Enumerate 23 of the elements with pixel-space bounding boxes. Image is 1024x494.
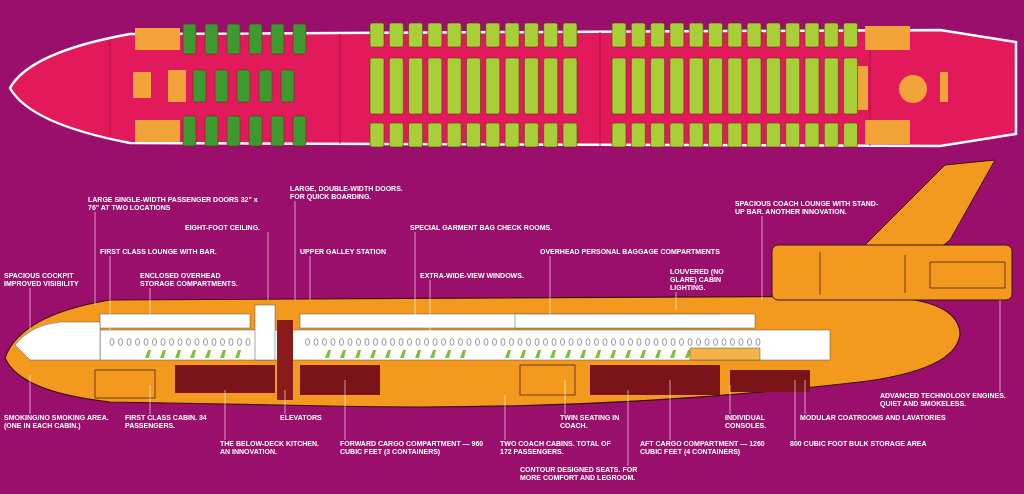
leader-line <box>224 389 226 441</box>
leader-line <box>564 379 566 415</box>
leader-line <box>294 200 296 301</box>
leader-line <box>267 231 269 301</box>
leader-line <box>149 287 151 315</box>
leader-line <box>627 389 629 467</box>
leader-line <box>761 215 763 301</box>
leader-line <box>149 384 151 415</box>
leader-line <box>794 379 796 441</box>
leader-line <box>675 291 677 311</box>
leader-line <box>669 379 671 441</box>
leader-line <box>549 255 551 315</box>
leader-line <box>29 287 31 331</box>
leader-line <box>109 255 111 331</box>
leader-line <box>504 394 506 441</box>
leader-line <box>284 389 286 415</box>
leader-line <box>729 384 731 415</box>
leader-line <box>999 299 1001 393</box>
leader-line <box>309 255 311 301</box>
leader-line <box>344 379 346 441</box>
leader-line <box>29 374 31 415</box>
leader-line <box>804 379 806 415</box>
leader-line <box>94 211 96 306</box>
